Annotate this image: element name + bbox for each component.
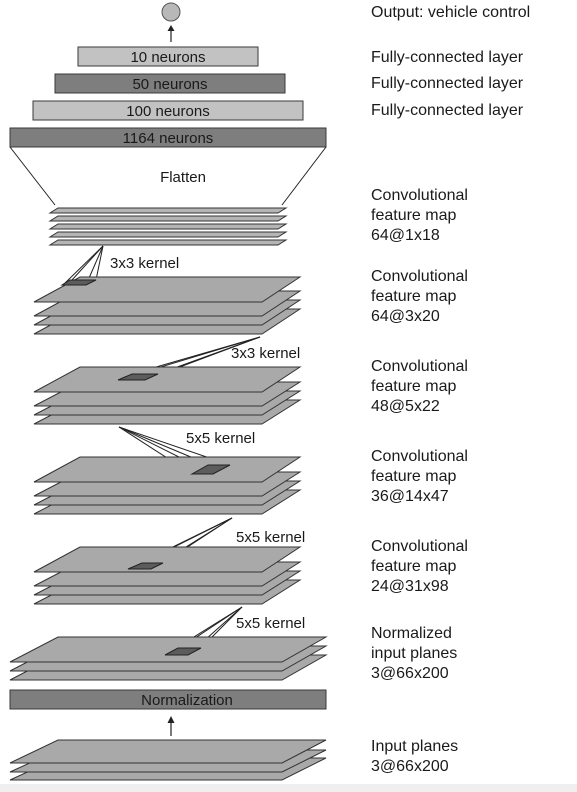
kernel4-patch [127,562,164,570]
fm3-label-line1: Convolutional [371,358,468,375]
fm3-plane [33,366,302,393]
input-label-line2: 3@66x200 [371,758,449,775]
fc-bar-50-text: 50 neurons [132,76,207,93]
fm1-label-line3: 64@1x18 [371,227,440,244]
fc-bar-50 [54,73,286,94]
output-node [161,2,181,22]
fm2-label-line3: 64@3x20 [371,308,440,325]
fm1-plane [48,239,288,246]
normalization-bar-text: Normalization [141,692,233,709]
fc-label-100: Fully-connected layer [371,102,524,119]
kernel1-line [62,245,104,286]
normalized-input-planes [9,636,328,681]
output-arrow-head [167,25,175,31]
norm-plane [9,636,328,663]
flatten-left-edge [9,146,56,206]
norm-label-line3: 3@66x200 [371,665,449,682]
fm2-label-line1: Convolutional [371,268,468,285]
normalization-bar [9,689,327,710]
fm2-label-line2: feature map [371,288,456,305]
fm4-label-line1: Convolutional [371,448,468,465]
feature-map-64x1x18 [48,207,288,246]
kernel3-label: 5x5 kernel [186,430,255,447]
kernel4-label: 5x5 kernel [236,529,305,546]
kernel2-patch [117,373,159,381]
kernel5-patch [164,647,202,656]
fm5-label-line2: feature map [371,558,456,575]
input-planes [9,739,327,781]
kernel1-line [95,245,104,281]
fc-label-10: Fully-connected layer [371,49,524,66]
fm1-plane [48,207,288,214]
fm5-plane [33,546,302,573]
fc-bar-10-text: 10 neurons [130,49,205,66]
kernel5-label: 5x5 kernel [236,615,305,632]
fc-bar-100 [32,100,304,121]
fm5-label-line3: 24@31x98 [371,578,449,595]
norm-label-line1: Normalized [371,625,452,642]
fm2-plane [33,276,302,303]
output-label: Output: vehicle control [371,4,530,21]
fm1-plane [48,215,288,222]
fm1-plane [48,231,288,238]
fm1-label-line1: Convolutional [371,187,468,204]
fc-label-50: Fully-connected layer [371,75,524,92]
fm4-label-line3: 36@14x47 [371,488,449,505]
input-arrow-head [167,716,175,723]
feature-map-36x14x47 [33,456,302,515]
feature-map-48x5x22 [33,366,302,425]
flatten-bar-text: 1164 neurons [123,130,214,147]
input-plane [9,739,327,764]
fm5-label-line1: Convolutional [371,538,468,555]
fm3-label-line3: 48@5x22 [371,398,440,415]
flatten-bar [9,127,327,148]
input-label-line1: Input planes [371,738,458,755]
feature-map-24x31x98 [33,546,302,605]
norm-label-line2: input planes [371,645,457,662]
fm3-label-line2: feature map [371,378,456,395]
fm1-label-line2: feature map [371,207,456,224]
fm4-plane [33,456,302,483]
kernel1-label: 3x3 kernel [110,255,179,272]
fc-bar-10 [77,46,259,67]
kernel3-patch [190,464,231,475]
bottom-band [0,784,577,792]
fm4-label-line2: feature map [371,468,456,485]
flatten-label: Flatten [160,169,206,186]
kernel1-patch [60,279,97,286]
fm1-plane [48,223,288,230]
feature-map-64x3x20 [33,276,302,335]
kernel1-line [71,245,104,281]
kernel2-label: 3x3 kernel [231,345,300,362]
fc-bar-100-text: 100 neurons [126,103,209,120]
flatten-right-edge [281,146,327,206]
